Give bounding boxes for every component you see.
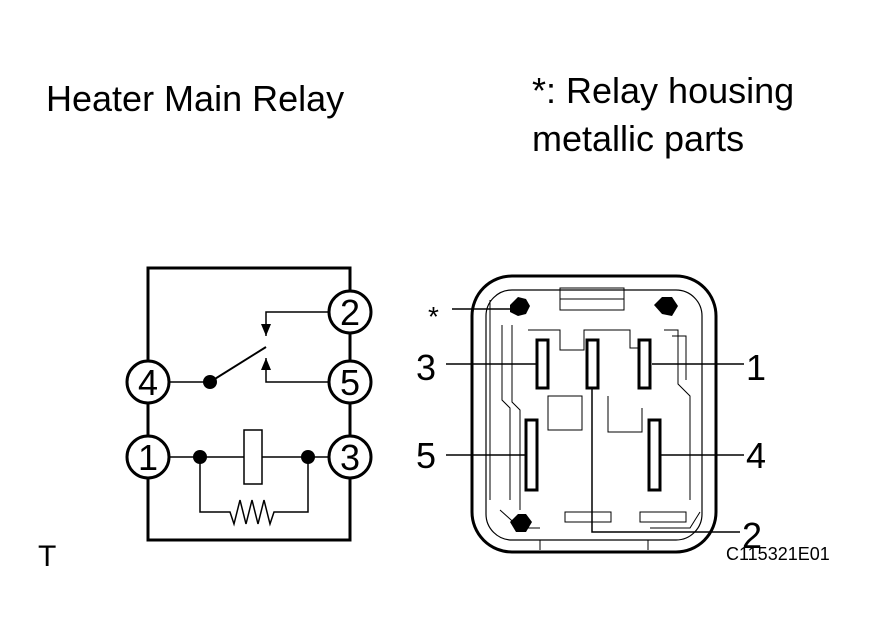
- diagram-title: Heater Main Relay: [46, 78, 345, 119]
- connector-pin-label-5: 5: [416, 435, 436, 476]
- schematic-terminal-4: 4: [125, 359, 171, 405]
- connector-pin-label-4: 4: [746, 435, 766, 476]
- pin-blade-4: [647, 418, 662, 492]
- pin-blade-5: [524, 418, 539, 492]
- schematic-terminal-2: 2: [327, 289, 373, 335]
- metallic-marker-label: *: [428, 301, 439, 332]
- figure-code: C115321E01: [726, 544, 830, 564]
- junction-dot: [203, 375, 217, 389]
- svg-text:3: 3: [340, 437, 360, 478]
- note-line-1: *: Relay housing: [532, 70, 795, 111]
- connector-pin-label-3: 3: [416, 347, 436, 388]
- pin-leader-lines: [446, 308, 744, 533]
- svg-text:2: 2: [340, 292, 360, 333]
- relay-connector-housing: [470, 274, 718, 554]
- corner-label: T: [38, 540, 57, 573]
- svg-text:4: 4: [138, 362, 158, 403]
- schematic-terminal-1: 1: [125, 434, 171, 480]
- connector-pin-label-1: 1: [746, 347, 766, 388]
- metallic-part-marker: [510, 297, 678, 532]
- junction-dot: [193, 450, 207, 464]
- connector-pin-label-2: 2: [742, 515, 762, 556]
- schematic-terminal-3: 3: [327, 434, 373, 480]
- connector-pins: [524, 338, 662, 492]
- svg-text:1: 1: [138, 437, 158, 478]
- junction-dot: [301, 450, 315, 464]
- pin-blade-2: [585, 338, 600, 390]
- note-line-2: metallic parts: [532, 118, 745, 159]
- schematic-terminal-5: 5: [327, 359, 373, 405]
- svg-text:5: 5: [340, 362, 360, 403]
- pin-blade-3: [535, 338, 550, 390]
- relay-schematic: [146, 266, 352, 542]
- pin-blade-1: [637, 338, 652, 390]
